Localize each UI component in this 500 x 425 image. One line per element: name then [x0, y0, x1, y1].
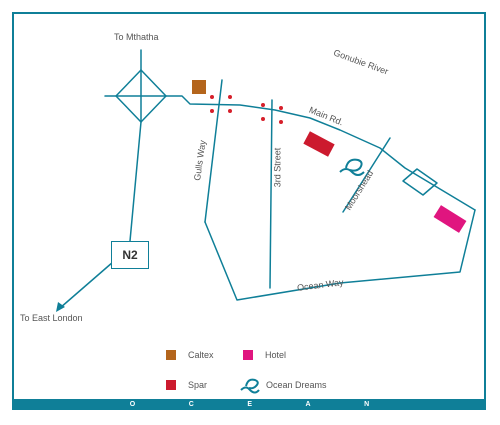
ocean-dreams-logo: [339, 158, 365, 176]
ocean-letter: E: [247, 401, 253, 408]
legend-spar-label: Spar: [188, 380, 208, 390]
small-roundabout: [402, 168, 438, 196]
legend-ocean-dreams-label: Ocean Dreams: [266, 380, 327, 390]
label-third-street: 3rd Street: [272, 147, 283, 188]
n2-road: [129, 121, 142, 242]
legend-caltex-label: Caltex: [188, 350, 214, 360]
ocean-way: [204, 209, 476, 301]
ocean-letter: A: [305, 401, 311, 408]
third-street: [269, 99, 273, 289]
legend-spar: Spar: [166, 380, 207, 390]
gulls-way: [204, 79, 223, 223]
caltex-swatch: [166, 350, 176, 360]
legend-hotel: Hotel: [243, 350, 286, 360]
caltex-marker: [192, 80, 206, 94]
ocean-bar: O C E A N: [13, 399, 486, 410]
legend-ocean-dreams: Ocean Dreams: [266, 380, 327, 390]
map-frame: [12, 12, 486, 410]
hotel-marker: [433, 205, 467, 233]
moorshead-road: [342, 137, 391, 213]
ocean-letter: N: [364, 401, 370, 408]
spar-marker: [303, 131, 335, 157]
label-to-east-london: To East London: [20, 313, 83, 323]
hotel-swatch: [243, 350, 253, 360]
arrow-east-london: [56, 302, 65, 312]
ocean-letter: C: [188, 401, 194, 408]
label-to-mthatha: To Mthatha: [114, 32, 159, 42]
spar-swatch: [166, 380, 176, 390]
road-to-east-london: [59, 261, 114, 309]
intersection-dots: [210, 95, 283, 124]
legend-hotel-label: Hotel: [265, 350, 287, 360]
ocean-letter: O: [129, 401, 136, 408]
legend-ocean-dreams-icon: [240, 378, 260, 394]
n2-route-sign: N2: [111, 241, 149, 269]
legend-caltex: Caltex: [166, 350, 214, 360]
